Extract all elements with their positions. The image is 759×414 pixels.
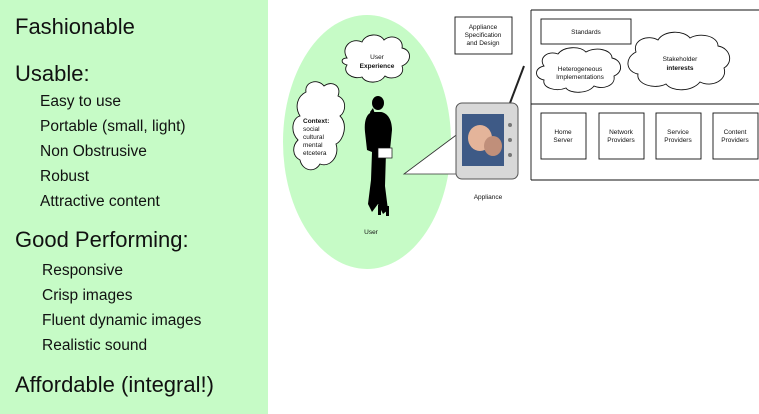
user-experience-label: User <box>370 54 385 61</box>
user-label: User <box>364 229 379 236</box>
provider-label: Providers <box>607 137 635 144</box>
appliance-antenna <box>509 65 525 104</box>
appliance-spec-box <box>454 16 513 55</box>
context-item: mental <box>303 142 323 149</box>
network-providers-box <box>598 112 645 160</box>
requirements-panel: Fashionable Usable: Easy to use Portable… <box>0 0 268 414</box>
heading-good-performing: Good Performing: <box>15 227 189 252</box>
context-cloud <box>292 81 346 171</box>
usable-item: Portable (small, light) <box>40 118 186 135</box>
standards-box <box>540 18 632 45</box>
heterogeneous-label: Heterogeneous <box>558 66 603 73</box>
performance-item: Realistic sound <box>42 337 148 354</box>
usable-item: Robust <box>40 168 90 185</box>
user-experience-cloud <box>341 34 410 83</box>
user-experience-label-bold: Experience <box>360 63 395 70</box>
performance-item: Responsive <box>42 262 123 279</box>
stakeholder-cloud <box>627 31 731 91</box>
provider-label: Providers <box>721 137 749 144</box>
user-device-icon <box>377 147 393 159</box>
appliance-spec-label: and Design <box>467 40 500 47</box>
provider-label: Content <box>724 129 747 136</box>
heading-fashionable: Fashionable <box>15 14 135 39</box>
appliance-spec-label: Specification <box>465 32 502 39</box>
provider-label: Network <box>609 129 634 136</box>
usable-item: Attractive content <box>40 193 160 210</box>
usable-item: Easy to use <box>40 93 121 110</box>
user-silhouette-icon <box>364 96 392 216</box>
context-item: social <box>303 126 320 133</box>
stakeholder-label: Stakeholder <box>663 56 699 63</box>
heterogeneous-cloud <box>536 47 621 93</box>
heading-usable: Usable: <box>15 61 90 86</box>
home-server-box <box>540 112 587 160</box>
provider-label: Providers <box>664 137 692 144</box>
performance-item: Fluent dynamic images <box>42 312 202 329</box>
provider-label: Server <box>553 137 573 144</box>
context-item: cultural <box>303 134 325 141</box>
content-providers-box <box>712 112 759 160</box>
context-title: Context: <box>303 118 329 125</box>
provider-label: Home <box>554 129 572 136</box>
appliance-label: Appliance <box>474 194 503 201</box>
usable-item: Non Obstrusive <box>40 143 147 160</box>
appliance-spec-label: Appliance <box>469 24 498 31</box>
provider-label: Service <box>667 129 689 136</box>
heterogeneous-label: Implementations <box>556 74 604 81</box>
performance-item: Crisp images <box>42 287 133 304</box>
standards-label: Standards <box>571 29 601 36</box>
stakeholder-label-bold: interests <box>666 65 693 72</box>
heading-affordable: Affordable (integral!) <box>15 372 214 397</box>
context-item: etcetera <box>303 150 327 157</box>
service-providers-box <box>655 112 702 160</box>
